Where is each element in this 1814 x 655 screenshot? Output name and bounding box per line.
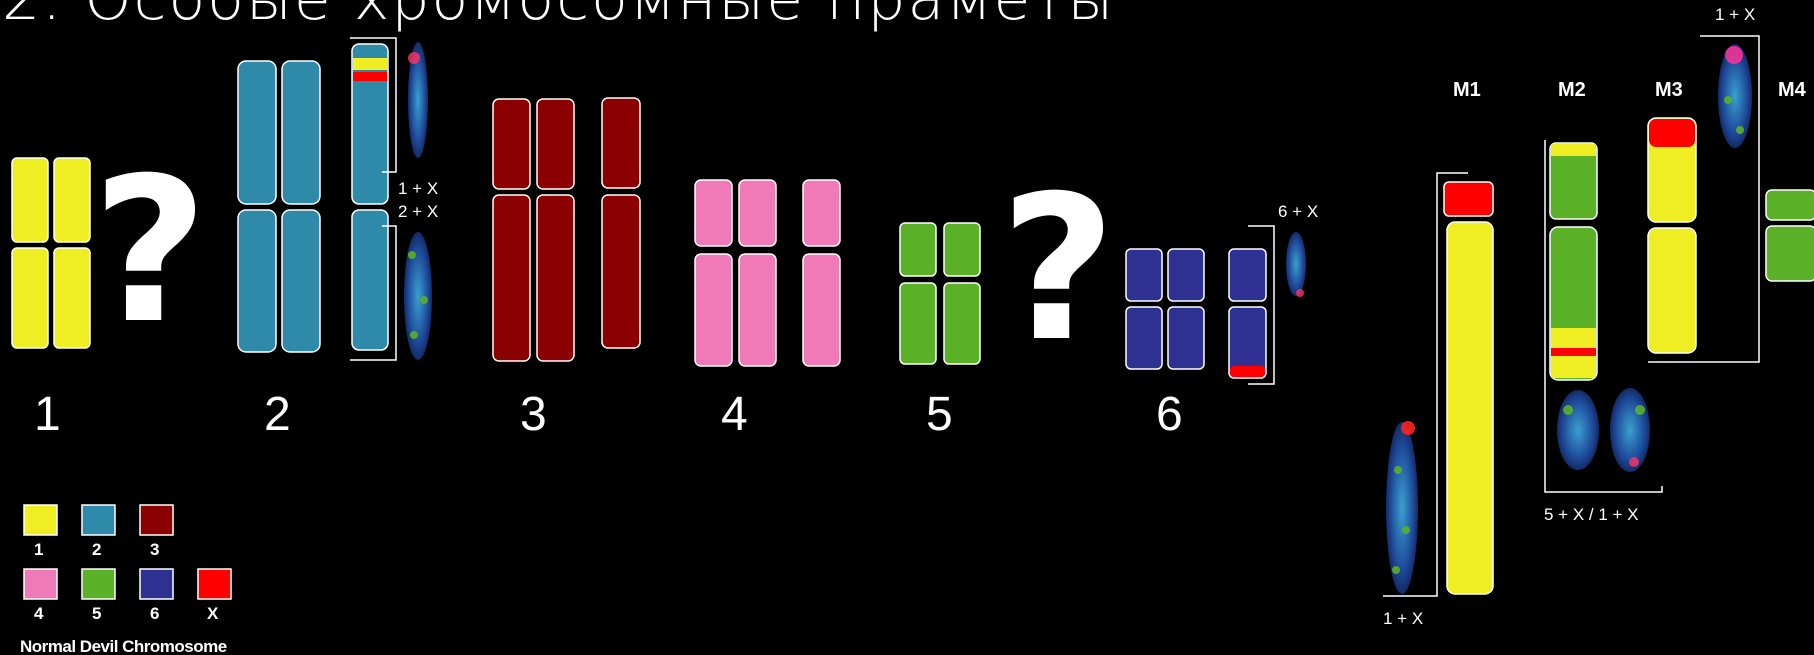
chr4-copy2-q — [739, 254, 776, 366]
fish-label-m1: 1 + X — [1383, 609, 1423, 628]
chr6-group — [1126, 226, 1306, 384]
legend-caption: Normal Devil Chromosome — [20, 637, 227, 655]
legend-swatch-3 — [140, 505, 173, 535]
legend-swatch-4 — [24, 569, 57, 599]
chr-number-3: 3 — [520, 388, 547, 441]
chr3-derivative-p — [602, 98, 640, 188]
chr6-copy1-q — [1126, 307, 1162, 369]
chr1-group — [12, 158, 90, 348]
chr1-copy1-p — [12, 158, 48, 242]
chr2-group — [238, 38, 432, 360]
m3-x-band — [1649, 119, 1695, 147]
chr4-derivative-p — [803, 180, 840, 246]
legend-swatch-2 — [82, 505, 115, 535]
chr2-derivative-yellow-band — [353, 58, 387, 70]
fish-label-m3: 1 + X — [1715, 5, 1755, 24]
legend-label-4: 4 — [34, 604, 44, 623]
question-mark-1: ? — [92, 135, 208, 368]
chr2-copy1-q — [238, 210, 276, 352]
chr6-copy1-p — [1126, 249, 1162, 301]
fish-label-m2: 5 + X / 1 + X — [1544, 505, 1639, 524]
marker-m1-group — [1383, 173, 1493, 596]
marker-m2-group — [1545, 140, 1662, 492]
chr4-group — [695, 180, 840, 366]
chr4-derivative-q — [803, 254, 840, 366]
chr3-derivative-q — [602, 195, 640, 348]
chr3-copy2-p — [537, 99, 574, 189]
chr-number-6: 6 — [1156, 388, 1183, 441]
chr2-copy2-p — [282, 61, 320, 204]
chr1-copy2-q — [54, 248, 90, 348]
legend-label-5: 5 — [92, 604, 101, 623]
chr-number-4: 4 — [721, 388, 748, 441]
marker-label-m4: M4 — [1778, 79, 1807, 101]
chr-number-5: 5 — [926, 388, 953, 441]
legend-label-1: 1 — [34, 540, 43, 559]
chr4-copy1-q — [695, 254, 732, 366]
legend-swatch-5 — [82, 569, 115, 599]
chr3-copy1-p — [493, 99, 530, 189]
chr3-copy1-q — [493, 195, 530, 361]
chr-number-2: 2 — [264, 388, 291, 441]
chr5-copy2-q — [944, 283, 980, 364]
chr2-fish-image-bottom — [404, 232, 432, 360]
m1-x-band — [1444, 182, 1493, 216]
m1-fish-image — [1386, 422, 1418, 594]
fish-label-chr2-top: 1 + X — [398, 179, 438, 198]
legend: 1 2 3 4 5 6 X Normal Devil Chromosome — [20, 505, 231, 655]
chr6-derivative-x-band — [1230, 366, 1265, 377]
chr6-fish-image — [1286, 232, 1306, 296]
chr3-copy2-q — [537, 195, 574, 361]
chr6-copy2-q — [1168, 307, 1204, 369]
marker-label-m2: M2 — [1558, 79, 1586, 101]
marker-label-m1: M1 — [1453, 79, 1481, 101]
fish-label-chr6: 6 + X — [1278, 202, 1318, 221]
chr5-copy1-p — [900, 223, 936, 276]
legend-swatch-1 — [24, 505, 57, 535]
legend-label-3: 3 — [150, 540, 159, 559]
legend-label-x: X — [207, 604, 219, 623]
legend-swatch-x — [198, 569, 231, 599]
m2-fish-image-1 — [1557, 390, 1599, 470]
legend-label-2: 2 — [92, 540, 101, 559]
m3-q-arm — [1648, 228, 1696, 353]
chr2-derivative-x-band — [353, 72, 387, 81]
chr5-group — [900, 223, 980, 364]
chr2-copy2-q — [282, 210, 320, 352]
chr2-copy1-p — [238, 61, 276, 204]
chr6-derivative-p — [1229, 249, 1266, 301]
marker-label-m3: M3 — [1655, 79, 1683, 101]
chr1-copy1-q — [12, 248, 48, 348]
chr6-copy2-p — [1168, 249, 1204, 301]
chr2-derivative-q — [352, 210, 388, 350]
m2-x-band — [1551, 348, 1596, 356]
m4-p-arm — [1766, 190, 1814, 220]
question-mark-2: ? — [1000, 153, 1116, 386]
chr1-copy2-p — [54, 158, 90, 242]
m4-q-arm — [1766, 226, 1814, 281]
chr4-copy2-p — [739, 180, 776, 246]
fish-label-chr2-bottom: 2 + X — [398, 202, 438, 221]
chr3-group — [493, 98, 640, 361]
chr5-copy1-q — [900, 283, 936, 364]
m1-chr1-arm — [1447, 222, 1493, 594]
chr-number-1: 1 — [34, 388, 61, 441]
chr4-copy1-p — [695, 180, 732, 246]
chr5-copy2-p — [944, 223, 980, 276]
legend-label-6: 6 — [150, 604, 159, 623]
legend-swatch-6 — [140, 569, 173, 599]
m2-yellow-tip — [1551, 144, 1596, 156]
marker-m4-group — [1766, 190, 1814, 281]
